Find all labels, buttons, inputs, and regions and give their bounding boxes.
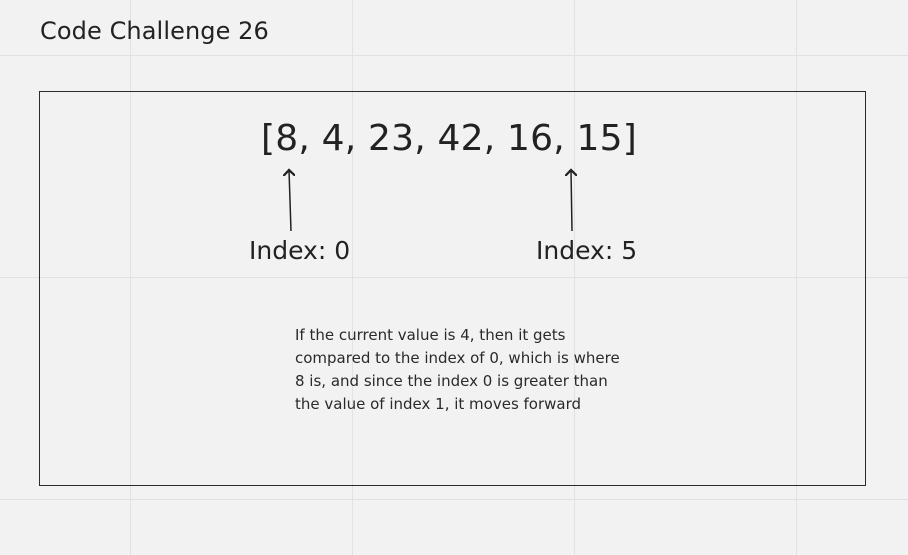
- board-title: Code Challenge 26: [40, 17, 269, 45]
- explanation-note[interactable]: If the current value is 4, then it gets …: [295, 326, 620, 413]
- index-0-label[interactable]: Index: 0: [249, 236, 351, 265]
- array-text[interactable]: [8, 4, 23, 42, 16, 15]: [261, 118, 637, 159]
- index-5-label[interactable]: Index: 5: [536, 236, 638, 265]
- diagram-frame[interactable]: [39, 91, 866, 486]
